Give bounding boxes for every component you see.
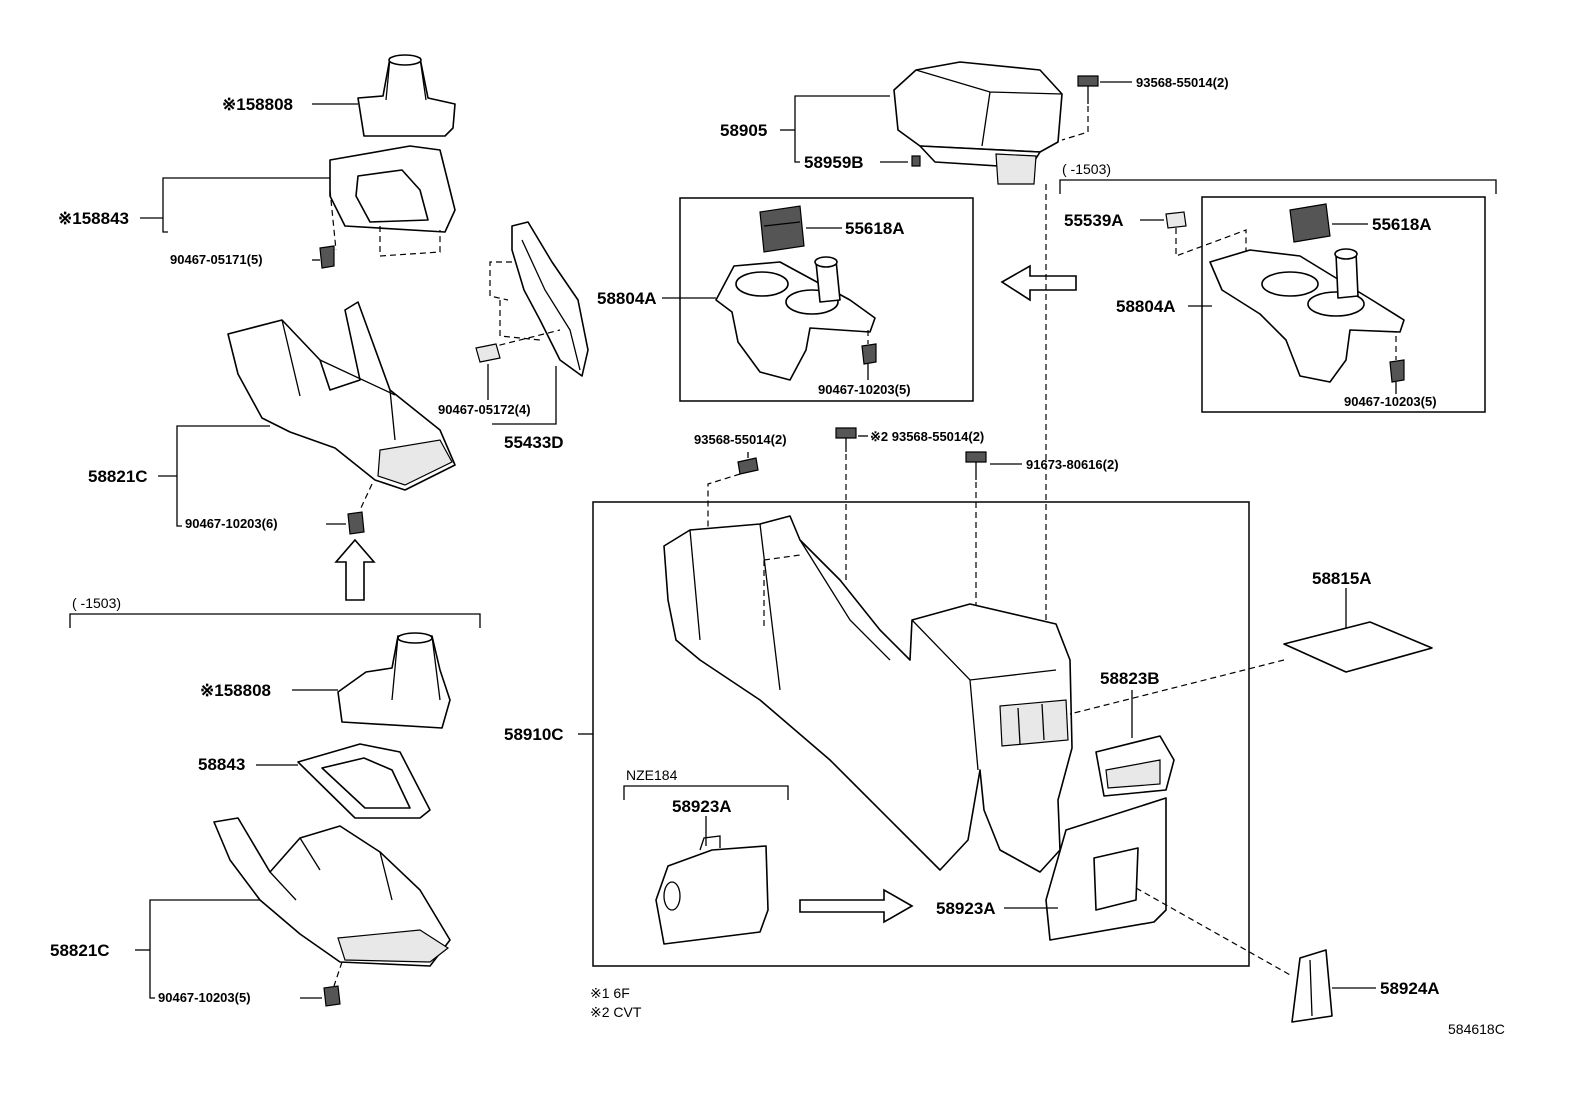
label-cup-holder-right: 58804A xyxy=(1116,297,1176,316)
cover-right-part[interactable] xyxy=(1045,797,1167,941)
note-cvt: ※2 CVT xyxy=(590,1004,642,1020)
label-cap: 58924A xyxy=(1380,979,1440,998)
label-knob-boot-top: ※158808 xyxy=(222,95,293,114)
label-bezel-top: ※158843 xyxy=(58,209,129,228)
label-side-trim: 55433D xyxy=(504,433,564,452)
shift-boot-bottom-part[interactable] xyxy=(337,632,451,729)
clip-panel-bottom-part[interactable] xyxy=(323,985,341,1007)
label-range-right: ( -1503) xyxy=(1062,161,1111,177)
label-bolt-top: 93568-55014(2) xyxy=(1136,75,1229,90)
cap-part[interactable] xyxy=(1291,949,1333,1023)
shift-bezel-top-part[interactable] xyxy=(329,145,456,257)
right-arrow-icon xyxy=(799,888,914,924)
label-bolt-mid: 91673-80616(2) xyxy=(1026,457,1119,472)
cup-holder-left-part[interactable] xyxy=(715,256,876,381)
screw-left-part[interactable] xyxy=(737,457,759,475)
label-console-box: 58910C xyxy=(504,725,564,744)
shift-bezel-bottom-part[interactable] xyxy=(297,743,431,819)
note-6f: ※1 6F xyxy=(590,985,630,1001)
label-knob-boot-bottom: ※158808 xyxy=(200,681,271,700)
clip-cup-left-part[interactable] xyxy=(861,343,877,365)
shift-boot-top-part[interactable] xyxy=(357,54,456,137)
screw-cvt-part[interactable] xyxy=(835,427,857,452)
label-panel-top: 58821C xyxy=(88,467,148,486)
armrest-screw-part[interactable] xyxy=(911,155,921,167)
cup-holder-left-box xyxy=(679,197,974,402)
label-model-tag: NZE184 xyxy=(626,767,678,783)
plug-right-part[interactable] xyxy=(1165,211,1187,229)
label-cover-right: 58923A xyxy=(936,899,996,918)
bolt-top-part[interactable] xyxy=(1077,75,1099,104)
cup-holder-right-box xyxy=(1201,196,1486,413)
label-pocket: 58823B xyxy=(1100,669,1160,688)
label-bezel-bottom: 58843 xyxy=(198,755,245,774)
armrest-part[interactable] xyxy=(893,61,1063,185)
clip-cup-right-part[interactable] xyxy=(1389,359,1405,383)
label-clip-cup-left: 90467-10203(5) xyxy=(818,382,911,397)
mat-part[interactable] xyxy=(1283,621,1433,673)
label-holder-mat-left: 55618A xyxy=(845,219,905,238)
upper-panel-top-part[interactable] xyxy=(227,301,456,491)
label-panel-bottom: 58821C xyxy=(50,941,110,960)
cup-holder-right-part[interactable] xyxy=(1209,248,1405,383)
clip-panel-top-part[interactable] xyxy=(347,511,365,535)
holder-mat-right-part[interactable] xyxy=(1289,203,1331,243)
label-clip-panel-top: 90467-10203(6) xyxy=(185,516,278,531)
label-screw-cvt: ※2 93568-55014(2) xyxy=(870,429,984,444)
left-arrow-icon xyxy=(1000,264,1077,302)
upper-panel-bottom-part[interactable] xyxy=(213,817,451,967)
label-armrest-screw: 58959B xyxy=(804,153,864,172)
label-cup-holder-left: 58804A xyxy=(597,289,657,308)
bolt-mid-part[interactable] xyxy=(965,451,987,480)
label-armrest: 58905 xyxy=(720,121,767,140)
clip-top-part[interactable] xyxy=(319,245,335,269)
label-clip-cup-right: 90467-10203(5) xyxy=(1344,394,1437,409)
clip-side-part[interactable] xyxy=(475,343,501,363)
label-mat: 58815A xyxy=(1312,569,1372,588)
label-screw-left: 93568-55014(2) xyxy=(694,432,787,447)
label-cover-left: 58923A xyxy=(672,797,732,816)
label-plug-right: 55539A xyxy=(1064,211,1124,230)
label-range-left: ( -1503) xyxy=(72,595,121,611)
up-arrow-icon xyxy=(334,538,376,601)
console-box-part[interactable] xyxy=(663,515,1073,873)
holder-mat-left-part[interactable] xyxy=(759,205,805,253)
diagram-code: 584618C xyxy=(1448,1021,1505,1037)
cover-left-part[interactable] xyxy=(655,835,769,945)
pocket-part[interactable] xyxy=(1095,735,1175,797)
label-clip-side: 90467-05172(4) xyxy=(438,402,531,417)
label-holder-mat-right: 55618A xyxy=(1372,215,1432,234)
label-clip-top: 90467-05171(5) xyxy=(170,252,263,267)
label-clip-panel-bottom: 90467-10203(5) xyxy=(158,990,251,1005)
